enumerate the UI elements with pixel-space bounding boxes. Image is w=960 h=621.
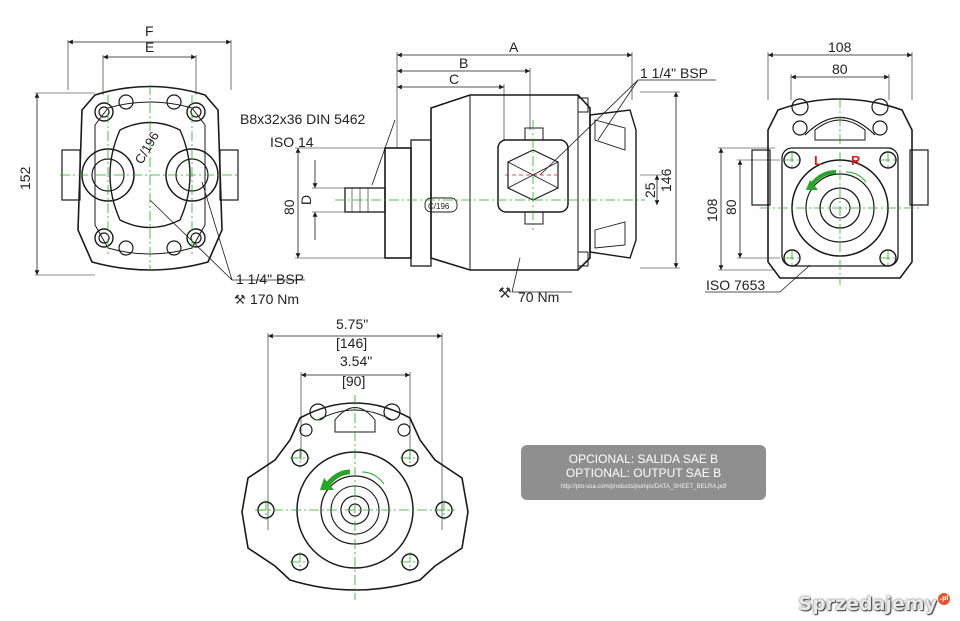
side-port-label: 1 1/4" BSP [640,65,708,81]
rear-dim-108-left: 108 [704,198,720,222]
side-dim-b: B [459,55,468,71]
rotation-arrow-outline-icon [361,471,385,485]
rotation-arrow-icon [326,469,351,486]
side-dim-a: A [509,39,519,55]
side-shaft-spec-1: B8x32x36 DIN 5462 [240,111,366,127]
watermark-logo: Sprzedajemy.pl [798,593,950,615]
front-dim-height: 152 [17,166,33,190]
front-centerlines [60,85,240,270]
rear-dim-80-left: 80 [723,199,739,215]
rear-dim-108-top: 108 [828,39,852,55]
rear-mark-r: R [851,153,861,168]
front-part-mark: C/196 [132,129,162,167]
output-dim-in-1: 5.75" [336,316,368,332]
output-centerlines [255,395,455,600]
rear-dim-80-top: 80 [832,61,848,77]
side-dim-d: D [298,195,314,205]
front-dim-e: E [145,39,154,55]
side-part-mark: C/196 [428,202,450,211]
optional-output-note: OPCIONAL: SALIDA SAE B OPTIONAL: OUTPUT … [521,445,766,500]
rear-iso-label: ISO 7653 [706,277,765,293]
side-dim-146: 146 [658,168,674,192]
note-line-1: OPCIONAL: SALIDA SAE B [568,452,719,466]
watermark-suffix: .pl [938,593,950,605]
side-torque-label: 70 Nm [518,289,559,305]
output-dim-mm-2: [90] [342,373,365,389]
front-view [34,39,305,281]
front-port-label: 1 1/4" BSP [236,271,304,287]
rotation-arrow-icon [810,170,837,186]
rear-mark-l: L [814,153,822,168]
side-view [295,52,716,293]
side-shaft-spec-2: ISO 14 [270,134,314,150]
wrench-icon: ⚒ [498,284,511,302]
output-view [241,333,469,591]
output-dim-mm-1: [146] [336,335,367,351]
output-dim-in-2: 3.54" [340,353,372,369]
front-dim-f: F [145,23,154,39]
rear-view [705,52,929,293]
side-centerlines [335,120,645,230]
watermark-text: Sprzedajemy [798,593,937,615]
rotation-arrow-outline-icon [845,171,867,183]
rotation-arrowhead-icon [320,478,334,490]
wrench-icon: ⚒ [234,293,246,308]
side-dim-25: 25 [642,182,658,198]
front-torque-label: 170 Nm [250,291,299,307]
side-dim-c: C [449,71,459,87]
note-url: http://pto-usa.com/products/pumps/DATA_S… [560,484,727,490]
side-dim-80: 80 [281,199,297,215]
rotation-arrowhead-icon [806,180,818,190]
rear-centerlines [760,98,920,285]
note-line-2: OPTIONAL: OUTPUT SAE B [565,466,722,480]
